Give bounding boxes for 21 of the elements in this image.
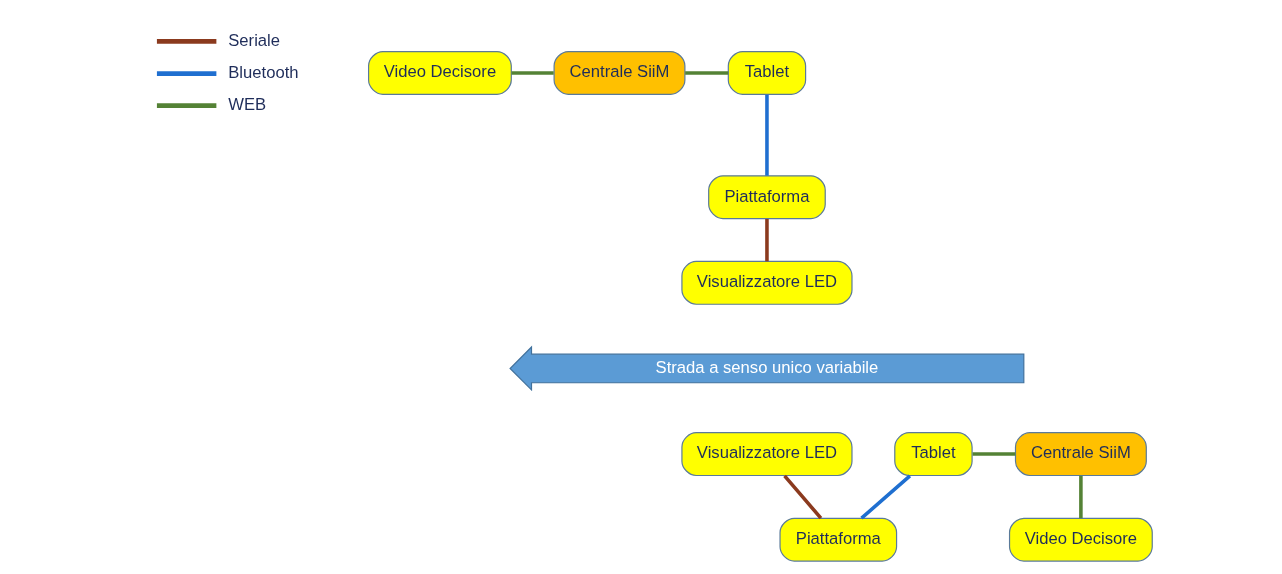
node-box: Centrale SiiM [1014, 432, 1147, 477]
connector [972, 452, 1015, 456]
connector [511, 71, 554, 75]
connector [764, 94, 769, 176]
connector [764, 219, 769, 262]
node-box: Centrale SiiM [553, 50, 685, 95]
node-box: Tablet [727, 50, 806, 95]
connector [859, 474, 911, 520]
node-box: Video Decisore [367, 50, 512, 95]
node-box: Video Decisore [1008, 517, 1153, 562]
connector [1078, 475, 1083, 519]
connector [684, 71, 728, 75]
node-box: Visualizzatore LED [680, 260, 853, 305]
node-box: Visualizzatore LED [680, 432, 853, 477]
legend-label: Bluetooth [227, 62, 299, 82]
legend-label: WEB [227, 95, 266, 115]
node-box: Piattaforma [778, 517, 897, 562]
node-box: Tablet [893, 432, 973, 477]
node-box: Piattaforma [707, 175, 826, 220]
legend-label: Seriale [227, 30, 280, 50]
connector [782, 474, 822, 520]
